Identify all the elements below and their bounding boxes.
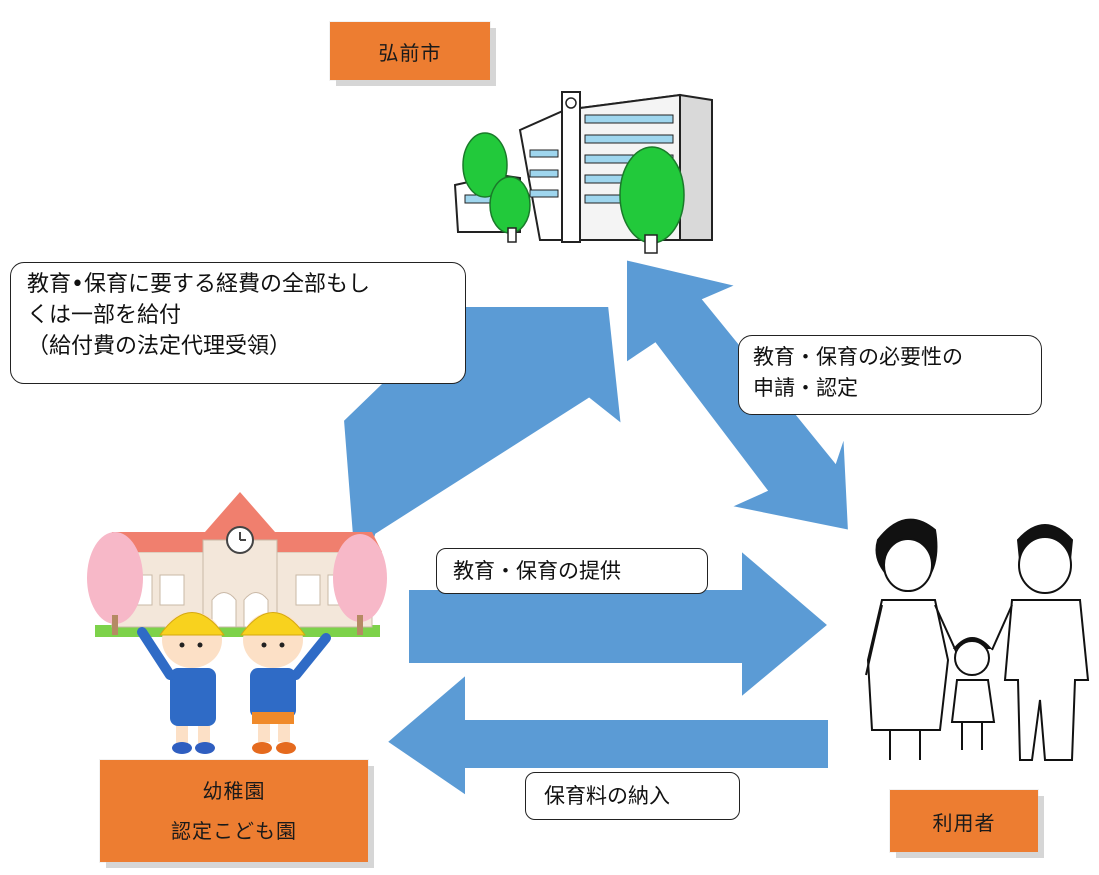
user-label: 利用者	[932, 810, 996, 835]
callout-application-line2: 申請・認定	[753, 376, 858, 400]
arrow-payment	[381, 667, 832, 802]
callout-funding-line3: （給付費の法定代理受領）	[27, 334, 292, 359]
city-label: 弘前市	[378, 40, 442, 65]
callout-funding-line2: くは一部を給付	[27, 303, 182, 328]
facility-label-line1: 幼稚園	[202, 779, 266, 803]
callout-payment-text: 保育料の納入	[544, 784, 670, 808]
callout-funding: 教育•保育に要する経費の全部もし くは一部を給付 （給付費の法定代理受領）	[10, 262, 466, 384]
user-label-box: 利用者	[890, 790, 1038, 852]
callout-funding-line1: 教育•保育に要する経費の全部もし	[27, 272, 370, 297]
city-label-box: 弘前市	[330, 22, 490, 80]
callout-provision-text: 教育・保育の提供	[453, 559, 621, 583]
city-hall-illustration	[453, 91, 713, 254]
callout-payment: 保育料の納入	[525, 772, 740, 820]
callout-provision: 教育・保育の提供	[436, 548, 708, 594]
callout-application: 教育・保育の必要性の 申請・認定	[738, 335, 1042, 415]
facility-label-box: 幼稚園 認定こども園	[100, 760, 368, 862]
family-illustration	[865, 518, 1090, 761]
kindergarten-illustration	[87, 492, 387, 754]
arrow-provision	[405, 543, 834, 705]
facility-label-line2: 認定こども園	[171, 819, 297, 843]
arrow-user-city	[623, 255, 853, 535]
callout-application-line1: 教育・保育の必要性の	[753, 345, 963, 369]
